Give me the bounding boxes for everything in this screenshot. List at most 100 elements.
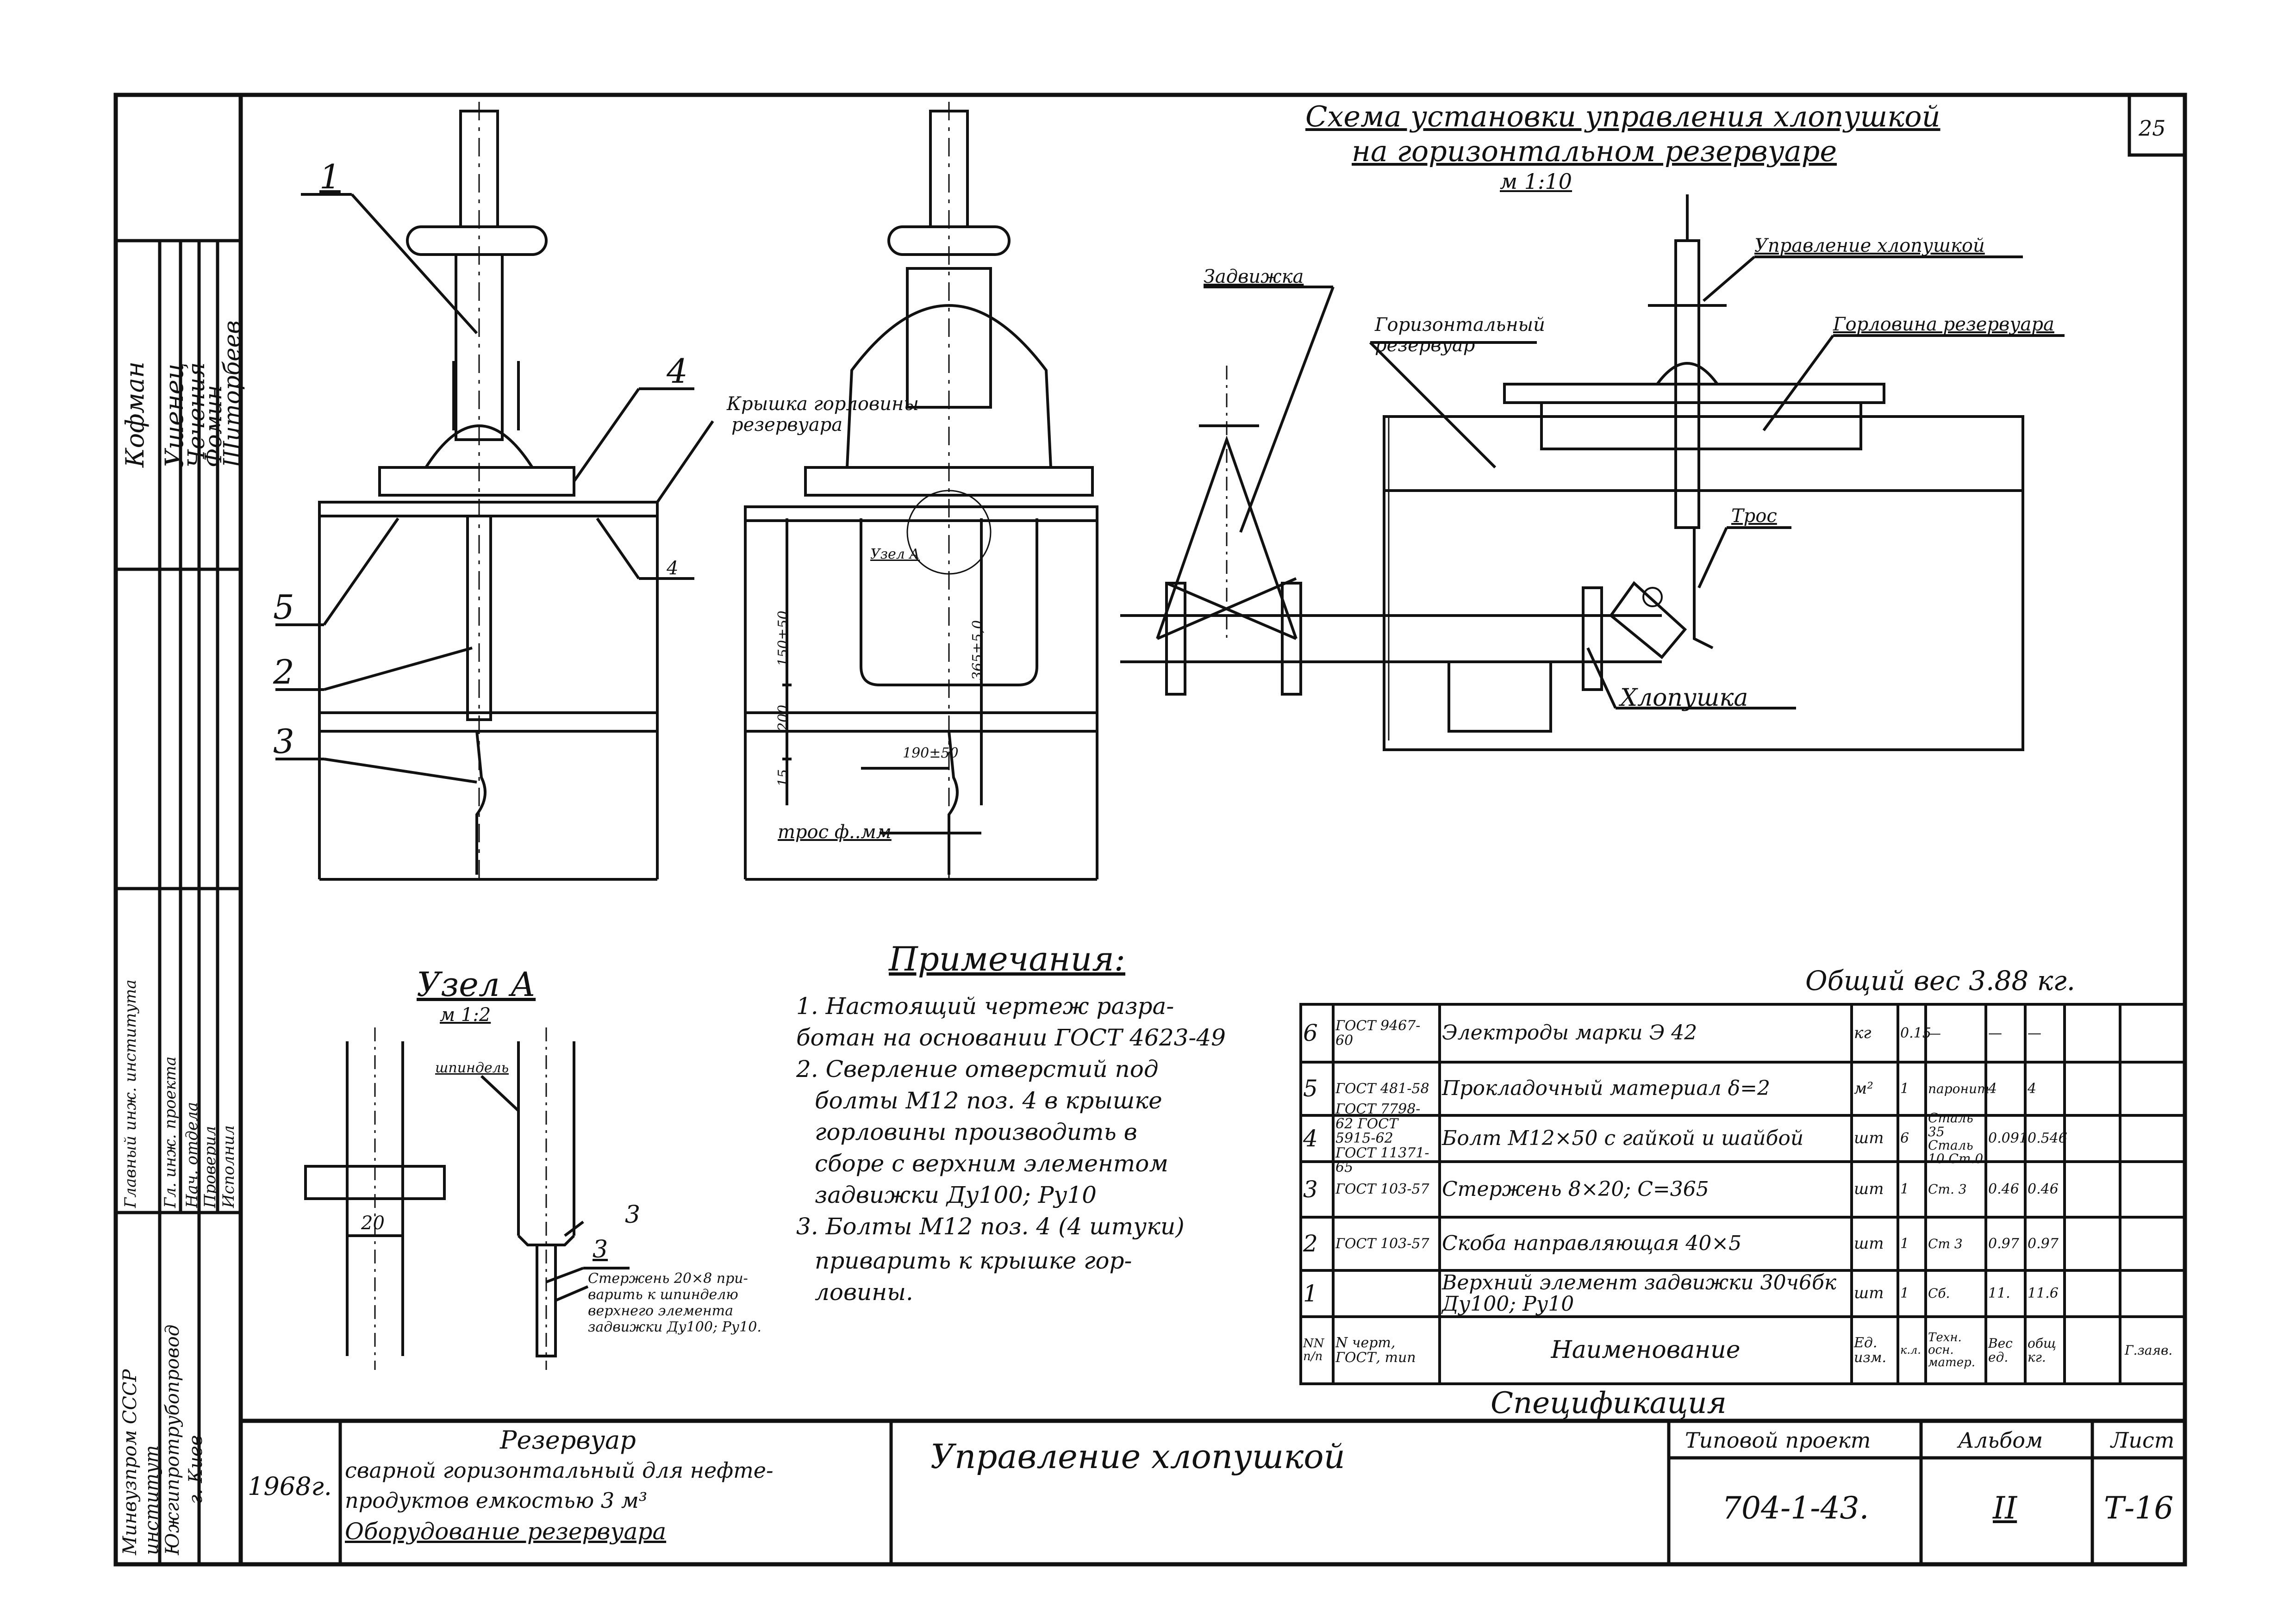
- spec-cell-mat: Сб.: [1928, 1286, 1950, 1301]
- tb-project-no: 704-1-43.: [1722, 1490, 1869, 1526]
- spec-cell-w2: 0.546: [2028, 1130, 2067, 1147]
- spec-cell-w1: —: [1988, 1025, 2002, 1041]
- spec-header-unit: Ед. изм.: [1854, 1335, 1887, 1366]
- detail-pos3: 3: [593, 1236, 608, 1263]
- view2-dim-200: 200: [775, 704, 792, 731]
- stamp-role-2: Гл. инж. проекта: [161, 1056, 180, 1208]
- view1-drawing: [275, 102, 714, 881]
- detail-note-4: задвижки Ду100; Ру10.: [588, 1319, 761, 1335]
- stamp-org-1: Минвузпром СССР: [119, 1369, 141, 1555]
- view1-cover-label-2: резервуара: [731, 414, 843, 436]
- notes-line-2: ботан на основании ГОСТ 4623-49: [796, 1024, 1226, 1051]
- spec-cell-mat: паронит: [1928, 1081, 1990, 1096]
- spec-cell-name: Электроды марки Э 42: [1442, 1021, 1697, 1045]
- spec-cell-unit: м²: [1854, 1079, 1873, 1098]
- tb-desc-1: Резервуар: [500, 1425, 636, 1455]
- scheme-scale: м 1:10: [1500, 169, 1572, 194]
- spec-cell-w2: 11.6: [2028, 1285, 2059, 1302]
- notes-line-4: болты М12 поз. 4 в крышке: [815, 1087, 1162, 1114]
- view2-dim-190: 190±50: [903, 745, 959, 761]
- label-zadvizhka: Задвижка: [1204, 266, 1304, 287]
- notes-line-3: 2. Сверление отверстий под: [796, 1056, 1159, 1083]
- spec-cell-n: 1: [1303, 1280, 1318, 1307]
- view1-weld: 4: [667, 558, 679, 579]
- stamp-name-5: Шиторбеев: [218, 320, 245, 467]
- scheme-title-line1: Схема установки управления хлопушкой: [1305, 100, 1940, 133]
- spec-header-note: Г.заяв.: [2125, 1342, 2173, 1358]
- spec-cell-gost: ГОСТ 481-58: [1335, 1080, 1429, 1097]
- view2-dim-150: 150±50: [775, 610, 792, 666]
- view2-rope-label: трос ф..мм: [778, 821, 892, 843]
- spec-header-mat: Техн. осн. матер.: [1928, 1330, 1976, 1370]
- spec-cell-unit: шт: [1854, 1180, 1884, 1199]
- spec-cell-w1: 0.091: [1988, 1130, 2028, 1147]
- stamp-name-1: Кофман: [120, 361, 150, 467]
- notes-line-6: сборе с верхним элементом: [815, 1150, 1168, 1177]
- spec-cell-w1: 0.46: [1988, 1181, 2019, 1198]
- notes-title: Примечания:: [889, 940, 1125, 978]
- detail-scale: м 1:2: [440, 1004, 491, 1026]
- spec-cell-n: 3: [1303, 1176, 1318, 1203]
- spec-cell-w1: 11.: [1988, 1285, 2010, 1302]
- spec-header-name: Наименование: [1551, 1336, 1741, 1364]
- spec-header-gost: N черт, ГОСТ, тип: [1335, 1335, 1416, 1366]
- spec-header-qty: к.л.: [1900, 1343, 1921, 1356]
- spec-cell-unit: шт: [1854, 1234, 1884, 1253]
- tb-drawing-title: Управление хлопушкой: [930, 1437, 1345, 1476]
- spec-cell-mat: Ст 3: [1928, 1236, 1963, 1251]
- tb-sheet-label: Лист: [2111, 1428, 2175, 1453]
- spec-cell-mat: Сталь 35 Сталь 10 Ст.0: [1928, 1110, 1984, 1167]
- tb-album-label: Альбом: [1958, 1428, 2043, 1453]
- view2-dim-15: 15: [775, 769, 792, 787]
- notes-line-1: 1. Настоящий чертеж разра-: [796, 993, 1174, 1020]
- spec-cell-unit: шт: [1854, 1284, 1884, 1303]
- spec-table-grid: [1299, 1003, 2186, 1385]
- view1-cover-label-1: Крышка горловины: [727, 393, 919, 415]
- spec-cell-w2: 0.97: [2028, 1235, 2059, 1252]
- spec-header-w2: общ кг.: [2028, 1336, 2056, 1365]
- stamp-role-3: Нач. отдела: [183, 1102, 201, 1208]
- spec-cell-w2: —: [2028, 1025, 2041, 1041]
- view1-pos5: 5: [273, 588, 294, 627]
- stamp-role-1: Главный инж. института: [121, 979, 140, 1208]
- spec-cell-mat: —: [1928, 1025, 1941, 1041]
- view1-pos1: 1: [319, 157, 341, 196]
- tb-year: 1968г.: [248, 1472, 332, 1501]
- view1-pos2: 2: [273, 653, 294, 691]
- sheet-number: 25: [2139, 116, 2166, 141]
- spec-cell-mat: Ст. 3: [1928, 1182, 1967, 1197]
- spec-cell-name: Болт М12×50 с гайкой и шайбой: [1442, 1126, 1804, 1150]
- spec-cell-qty: 1: [1900, 1285, 1909, 1302]
- spec-cell-w1: 4: [1988, 1080, 1997, 1097]
- spec-cell-qty: 0.15: [1900, 1025, 1931, 1041]
- detail-spindle: шпиндель: [435, 1060, 509, 1076]
- spec-cell-w2: 0.46: [2028, 1181, 2059, 1198]
- spec-caption: Спецификация: [1491, 1386, 1727, 1420]
- spec-cell-gost: ГОСТ 9467-60: [1335, 1018, 1421, 1049]
- label-rope: Трос: [1731, 505, 1777, 527]
- spec-cell-w1: 0.97: [1988, 1235, 2019, 1252]
- spec-cell-gost: ГОСТ 103-57: [1335, 1181, 1429, 1198]
- notes-line-9: приварить к крышке гор-: [815, 1247, 1132, 1274]
- spec-cell-qty: 1: [1900, 1235, 1909, 1252]
- detail-note-2: варить к шпинделю: [588, 1287, 738, 1303]
- view2-dim-365: 365±5,0: [970, 620, 986, 680]
- spec-cell-w2: 4: [2028, 1080, 2037, 1097]
- tb-desc-4: Оборудование резервуара: [345, 1518, 667, 1545]
- spec-total-weight: Общий вес 3.88 кг.: [1805, 965, 2076, 996]
- detail-title: Узел А: [417, 965, 536, 1004]
- notes-line-10: ловины.: [815, 1279, 913, 1306]
- spec-cell-name: Верхний элемент задвижки 30ч6бк Ду100; Р…: [1442, 1270, 1837, 1316]
- spec-cell-n: 5: [1303, 1075, 1318, 1102]
- label-flap: Хлопушка: [1620, 684, 1748, 712]
- notes-line-8: 3. Болты М12 поз. 4 (4 штуки): [796, 1213, 1185, 1240]
- spec-header-nn: NN п/п: [1303, 1337, 1324, 1363]
- label-horiz-tank: Горизонтальный резервуар: [1375, 314, 1545, 356]
- spec-cell-unit: кг: [1854, 1023, 1872, 1042]
- spec-cell-qty: 1: [1900, 1181, 1909, 1198]
- tb-desc-2: сварной горизонтальный для нефте-: [345, 1458, 774, 1483]
- detail-note-1: Стержень 20×8 при-: [588, 1270, 748, 1287]
- scheme-title-line2: на горизонтальном резервуаре: [1352, 134, 1837, 168]
- stamp-role-5: Исполнил: [219, 1125, 238, 1208]
